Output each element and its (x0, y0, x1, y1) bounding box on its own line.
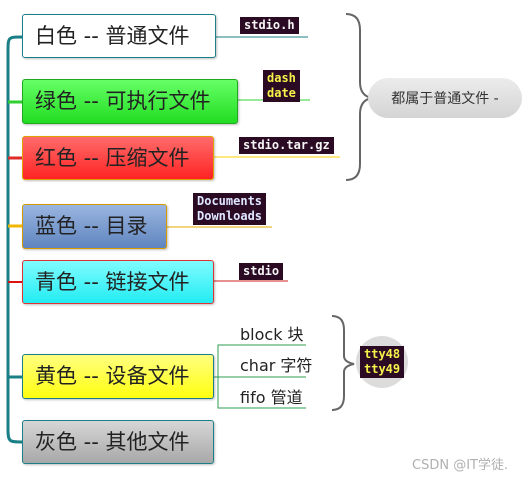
node-cyan-link: 青色 -- 链接文件 (22, 260, 214, 304)
node-yellow-device: 黄色 -- 设备文件 (22, 354, 214, 399)
device-brace (331, 315, 355, 411)
node-label: 蓝色 -- 目录 (35, 214, 148, 238)
node-red-archive: 红色 -- 压缩文件 (22, 136, 214, 180)
trunk-line (6, 35, 23, 444)
node-green-executable: 绿色 -- 可执行文件 (22, 79, 238, 124)
device-branches (214, 344, 306, 409)
example-blue: Documents Downloads (193, 193, 267, 225)
node-gray-other: 灰色 -- 其他文件 (22, 420, 214, 464)
device-item-block: block 块 (240, 325, 304, 344)
node-label: 绿色 -- 可执行文件 (35, 89, 211, 113)
group-note-label: 都属于普通文件 - (391, 91, 499, 107)
example-yellow: tty48 tty49 (360, 346, 405, 378)
example-white: stdio.h (240, 17, 299, 34)
example-cyan: stdio (239, 263, 284, 280)
node-label: 黄色 -- 设备文件 (35, 364, 190, 388)
device-item-char: char 字符 (240, 356, 313, 375)
node-white-regular-file: 白色 -- 普通文件 (22, 14, 216, 58)
node-label: 灰色 -- 其他文件 (35, 429, 190, 454)
node-label: 青色 -- 链接文件 (35, 269, 190, 294)
node-label: 白色 -- 普通文件 (35, 23, 190, 48)
example-green: dash date (263, 70, 300, 102)
node-blue-directory: 蓝色 -- 目录 (22, 204, 167, 249)
node-label: 红色 -- 压缩文件 (35, 145, 190, 170)
device-item-fifo: fifo 管道 (240, 388, 303, 407)
example-red: stdio.tar.gz (239, 137, 334, 154)
group-note: 都属于普通文件 - (368, 78, 522, 118)
watermark: CSDN @IT学徒. (412, 458, 509, 473)
